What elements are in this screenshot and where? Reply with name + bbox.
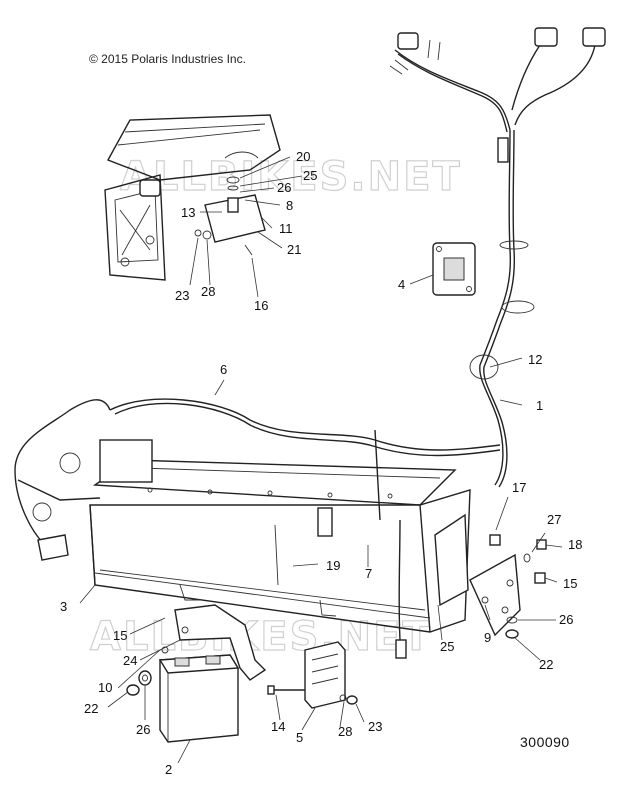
- relay-bracket: [432, 242, 476, 296]
- callout-11: 11: [279, 221, 293, 236]
- callout-16: 16: [254, 298, 268, 313]
- callout-6: 6: [220, 362, 227, 377]
- callout-28b: 28: [338, 724, 352, 739]
- leader-lines: [79, 156, 563, 764]
- inset-detail: [104, 114, 281, 281]
- callout-2: 2: [165, 762, 172, 777]
- callout-15b: 15: [563, 576, 577, 591]
- callout-23b: 23: [368, 719, 382, 734]
- callout-24: 24: [123, 653, 137, 668]
- callout-27: 27: [547, 512, 561, 527]
- callout-12: 12: [528, 352, 542, 367]
- harness-routing: [14, 398, 501, 659]
- callout-17: 17: [512, 480, 526, 495]
- callout-21: 21: [287, 242, 301, 257]
- copyright-notice: © 2015 Polaris Industries Inc.: [89, 52, 246, 66]
- callout-7: 7: [365, 566, 372, 581]
- hardware-left: [126, 670, 152, 696]
- callout-22b: 22: [539, 657, 553, 672]
- callout-18: 18: [568, 537, 582, 552]
- callout-25b: 25: [440, 639, 454, 654]
- wire-harness: [389, 27, 606, 488]
- callout-25a: 25: [303, 168, 317, 183]
- callout-9: 9: [484, 630, 491, 645]
- right-bracket: [434, 513, 521, 637]
- callout-22a: 22: [84, 701, 98, 716]
- callout-23a: 23: [175, 288, 189, 303]
- callout-10: 10: [98, 680, 112, 695]
- callout-20: 20: [296, 149, 310, 164]
- battery: [158, 654, 240, 743]
- callout-26c: 26: [559, 612, 573, 627]
- callout-4: 4: [398, 277, 405, 292]
- watermark-bottom: ALLBIKES.NET: [90, 614, 432, 660]
- callout-15a: 15: [113, 628, 127, 643]
- callout-1: 1: [536, 398, 543, 413]
- watermark-top: ALLBIKES.NET: [120, 154, 462, 200]
- callout-26a: 26: [277, 180, 291, 195]
- callout-26b: 26: [136, 722, 150, 737]
- callout-3: 3: [60, 599, 67, 614]
- battery-box: [89, 439, 471, 633]
- battery-bracket: [161, 604, 267, 681]
- callout-28a: 28: [201, 284, 215, 299]
- callout-13: 13: [181, 205, 195, 220]
- hardware-right: [489, 534, 547, 639]
- voltage-module: [267, 641, 358, 709]
- callouts: 1 2 3 4 5 6 7 8 9 10 11 12 13 14 15 15 1…: [60, 149, 582, 777]
- document-number: 300090: [520, 734, 570, 750]
- callout-8: 8: [286, 198, 293, 213]
- callout-5: 5: [296, 730, 303, 745]
- callout-14: 14: [271, 719, 285, 734]
- callout-19: 19: [326, 558, 340, 573]
